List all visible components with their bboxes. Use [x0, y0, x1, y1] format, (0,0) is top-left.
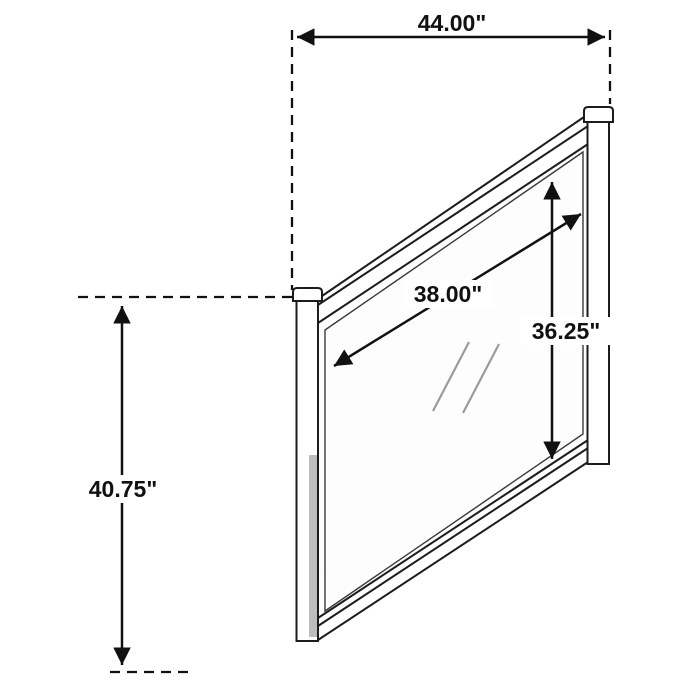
bottom-rail: [317, 439, 589, 641]
dimension-labels: 44.00" 40.75" 38.00" 36.25": [80, 10, 611, 503]
right-stile-cap: [583, 106, 614, 123]
mirror-height-dimension-label: 36.25": [532, 318, 600, 344]
left-stile: [292, 287, 323, 642]
left-stile-shading: [309, 455, 317, 637]
right-stile: [583, 106, 614, 465]
extension-lines: [78, 30, 612, 674]
overall-height-label-background: [80, 475, 168, 503]
mirror-width-label-background: [405, 280, 493, 308]
mirror-width-dimension-label: 38.00": [414, 281, 482, 307]
overall-height-dimension-label: 40.75": [89, 476, 157, 502]
left-stile-cap: [292, 287, 323, 302]
mirror-height-label-background: [521, 317, 611, 345]
mirror-frame: [292, 106, 614, 642]
overall-width-dimension-label: 44.00": [418, 10, 486, 36]
glass-inner-edge: [324, 150, 584, 613]
